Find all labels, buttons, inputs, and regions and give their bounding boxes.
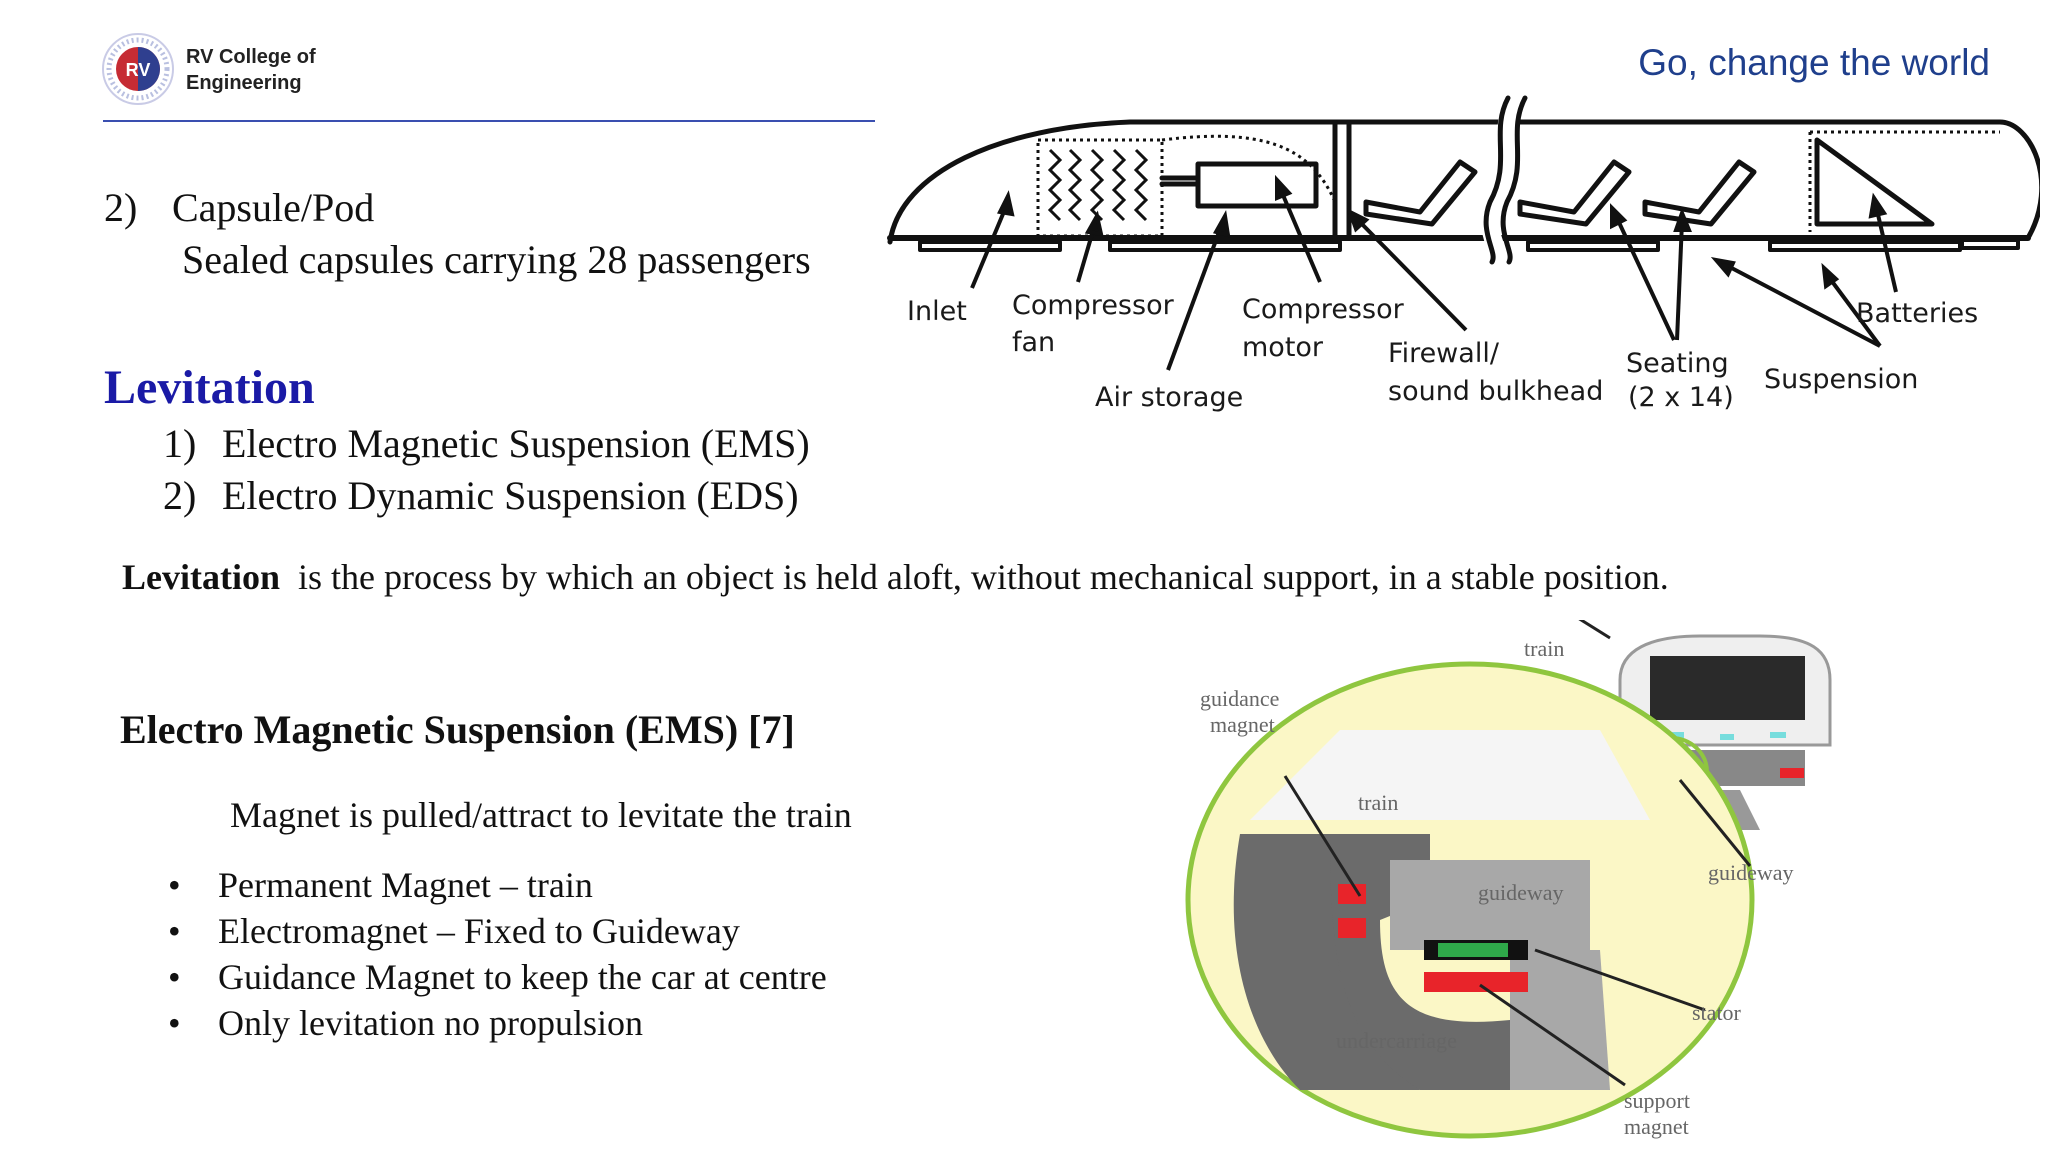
bullet-marker: • (168, 1003, 181, 1043)
label-inlet: Inlet (907, 296, 967, 327)
bullet-marker: • (168, 957, 181, 997)
label-compressor-fan-1: Compressor (1012, 290, 1174, 321)
ems-label-train-top: train (1524, 636, 1565, 661)
bullet-text: Guidance Magnet to keep the car at centr… (218, 957, 827, 997)
bullet-text: Only levitation no propulsion (218, 1003, 643, 1043)
ems-label-undercarriage: undercarriage (1336, 1028, 1457, 1053)
ems-intro: Magnet is pulled/attract to levitate the… (230, 795, 852, 835)
tagline: Go, change the world (1638, 42, 1990, 83)
seat-2 (1517, 159, 1632, 227)
bullet-marker: • (168, 865, 181, 905)
label-seating-1: Seating (1626, 348, 1729, 379)
capsule-title: Capsule/Pod (172, 185, 375, 230)
label-arrows (970, 174, 1898, 371)
ems-label-stator: stator (1692, 1000, 1741, 1025)
list-item: • Guidance Magnet to keep the car at cent… (168, 954, 827, 1000)
college-name-line2: Engineering (186, 72, 302, 94)
list-item: • Only levitation no propulsion (168, 1000, 827, 1046)
ems-label-guidance-2: magnet (1210, 712, 1275, 737)
ems-bullet-list: • Permanent Magnet – train • Electromagnet… (168, 862, 827, 1046)
label-compressor-motor-1: Compressor (1242, 294, 1404, 325)
levitation-definition: Levitation is the process by which an ob… (122, 556, 1669, 598)
label-compressor-motor-2: motor (1242, 332, 1324, 363)
seat-1 (1363, 159, 1478, 227)
bullet-text: Electromagnet – Fixed to Guideway (218, 911, 740, 951)
levitation-type-2-number: 2) (163, 473, 197, 518)
college-name-line1: RV College of (186, 46, 316, 68)
list-item: • Electromagnet – Fixed to Guideway (168, 908, 827, 954)
seat-3 (1642, 159, 1757, 227)
label-seating-2: (2 x 14) (1628, 382, 1734, 413)
levitation-type-1-number: 1) (163, 421, 197, 466)
break-mark (1481, 92, 1524, 271)
label-firewall-1: Firewall/ (1388, 338, 1499, 369)
levitation-heading: Levitation (104, 361, 315, 414)
capsule-description: Sealed capsules carrying 28 passengers (182, 237, 811, 282)
header-divider (103, 120, 875, 122)
levitation-type-1-text: Electro Magnetic Suspension (EMS) (222, 421, 810, 466)
battery-triangle (1814, 137, 1935, 227)
list-item: • Permanent Magnet – train (168, 862, 827, 908)
capsule-diagram (887, 92, 2040, 371)
logo-monogram: RV (126, 60, 151, 80)
college-logo: RV (102, 33, 174, 105)
ems-label-train-inner: train (1358, 790, 1399, 815)
label-compressor-fan-2: fan (1012, 327, 1056, 358)
ems-label-guidance-1: guidance (1200, 686, 1280, 711)
fan-housing (1036, 138, 1164, 238)
bullet-text: Permanent Magnet – train (218, 865, 593, 905)
capsule-number: 2) (104, 185, 138, 230)
label-batteries: Batteries (1856, 298, 1979, 329)
label-air-storage: Air storage (1095, 382, 1244, 413)
levitation-definition-term: Levitation (122, 557, 280, 597)
levitation-type-2-text: Electro Dynamic Suspension (EDS) (222, 473, 799, 518)
ems-heading: Electro Magnetic Suspension (EMS) [7] (120, 707, 795, 752)
levitation-definition-text: is the process by which an object is hel… (298, 557, 1669, 597)
college-name: RV College of Engineering (186, 44, 316, 96)
bullet-marker: • (168, 911, 181, 951)
label-firewall-2: sound bulkhead (1388, 376, 1604, 407)
ems-label-guideway-inner: guideway (1478, 880, 1564, 905)
ems-label-support-2: magnet (1624, 1114, 1689, 1139)
air-storage-tank (1195, 161, 1319, 209)
ems-label-guideway-outer: guideway (1708, 860, 1794, 885)
ems-diagram (1185, 620, 1832, 1139)
ems-label-support-1: support (1624, 1088, 1690, 1113)
label-suspension: Suspension (1764, 364, 1919, 395)
zoom-detail (1185, 620, 1755, 1139)
